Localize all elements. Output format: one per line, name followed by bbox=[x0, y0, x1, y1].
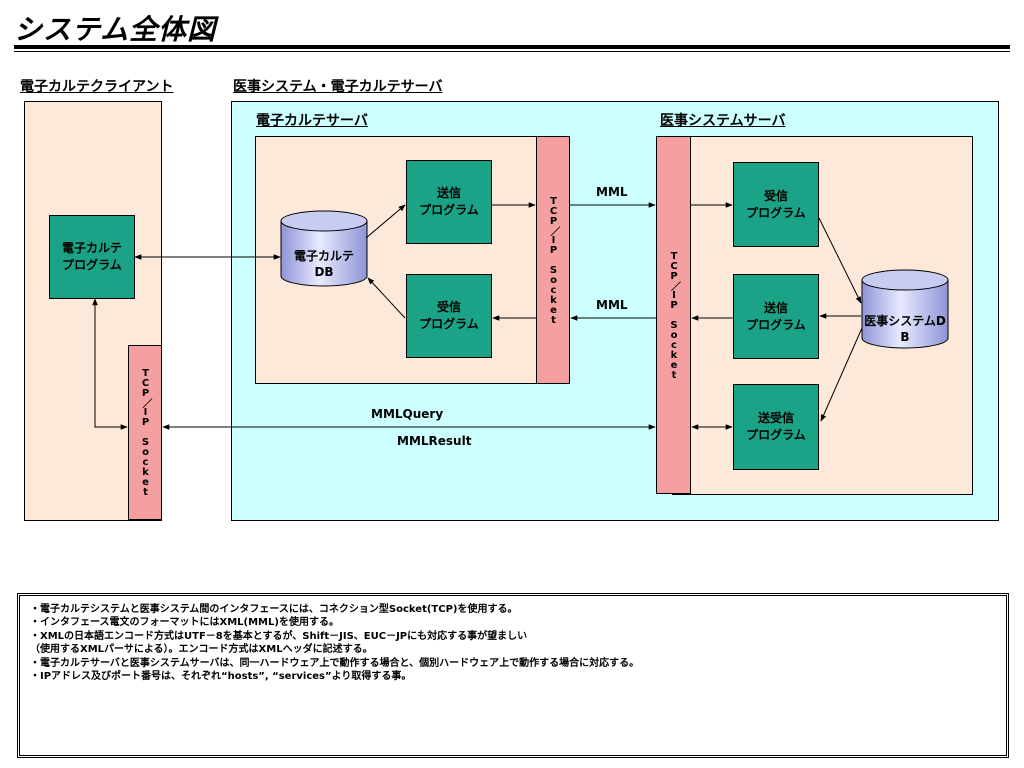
note-line: ・XMLの日本語エンコード方式はUTF－8を基本とするが、Shift－JIS、E… bbox=[30, 630, 528, 642]
med-db-label: 医事システムD B bbox=[864, 314, 946, 344]
med-recv-to-db-arrow bbox=[818, 217, 862, 304]
mml-result-label: MMLResult bbox=[397, 434, 472, 448]
emr-program-label: 電子カルテ プログラム bbox=[61, 241, 122, 272]
client-socket-label: TCP／IP Socket bbox=[140, 368, 151, 497]
med-send-program-box: 送信 プログラム bbox=[733, 274, 819, 359]
client-section-label: 電子カルテクライアント bbox=[20, 79, 174, 95]
emr-program-box: 電子カルテ プログラム bbox=[49, 215, 135, 299]
med-tcpip-socket: TCP／IP Socket bbox=[656, 136, 691, 494]
recv-to-db-arrow bbox=[367, 277, 406, 319]
title-rule-thick bbox=[14, 45, 1010, 49]
med-send-program-label: 送信 プログラム bbox=[746, 300, 806, 332]
db-to-send-arrow bbox=[365, 204, 406, 239]
med-recv-program-label: 受信 プログラム bbox=[746, 188, 806, 220]
emr-recv-program-box: 受信 プログラム bbox=[406, 274, 492, 358]
servers-section-label: 医事システム・電子カルテサーバ bbox=[233, 79, 443, 95]
emr-db-cylinder bbox=[280, 210, 368, 287]
emr-db-label: 電子カルテ DB bbox=[293, 249, 354, 279]
title-rule-thin bbox=[14, 51, 1010, 52]
note-line: ・電子カルテシステムと医事システム間のインタフェースには、コネクション型Sock… bbox=[30, 604, 518, 615]
emr-send-program-label: 送信 プログラム bbox=[419, 186, 479, 217]
med-server-label: 医事システムサーバ bbox=[660, 113, 786, 129]
med-db-cylinder bbox=[861, 269, 949, 349]
mml-top-label: MML bbox=[596, 185, 628, 199]
emr-recv-program-label: 受信 プログラム bbox=[419, 300, 479, 331]
med-recv-program-box: 受信 プログラム bbox=[733, 162, 819, 247]
client-tcpip-socket: TCP／IP Socket bbox=[128, 345, 162, 520]
emr-tcpip-socket: TCP／IP Socket bbox=[536, 136, 570, 384]
db-to-sendrecv-arrow bbox=[820, 327, 863, 422]
med-sendrecv-program-label: 送受信 プログラム bbox=[746, 411, 806, 442]
emr-server-label: 電子カルテサーバ bbox=[256, 113, 368, 129]
note-line: ・インタフェース電文のフォーマットにはXML(MML)を使用する。 bbox=[30, 617, 339, 629]
page-title: システム全体図 bbox=[14, 13, 217, 46]
notes-box: ・電子カルテシステムと医事システム間のインタフェースには、コネクション型Sock… bbox=[17, 593, 1009, 758]
emr-socket-label: TCP／IP Socket bbox=[548, 195, 559, 325]
mml-query-label: MMLQuery bbox=[371, 407, 444, 421]
med-sendrecv-program-box: 送受信 プログラム bbox=[733, 384, 819, 470]
emr-send-program-box: 送信 プログラム bbox=[406, 160, 492, 244]
med-socket-label: TCP／IP Socket bbox=[668, 250, 680, 380]
note-line: ・IPアドレス及びポート番号は、それぞれ“hosts”, “services”よ… bbox=[30, 671, 412, 683]
note-line: ・電子カルテサーバと医事システムサーバは、同一ハードウェア上で動作する場合と、個… bbox=[30, 657, 640, 669]
emr-program-socket-arrow bbox=[92, 298, 128, 430]
note-line: （使用するXMLパーサによる）。エンコード方式はXMLヘッダに記述する。 bbox=[30, 644, 373, 656]
mml-bottom-label: MML bbox=[596, 298, 628, 312]
